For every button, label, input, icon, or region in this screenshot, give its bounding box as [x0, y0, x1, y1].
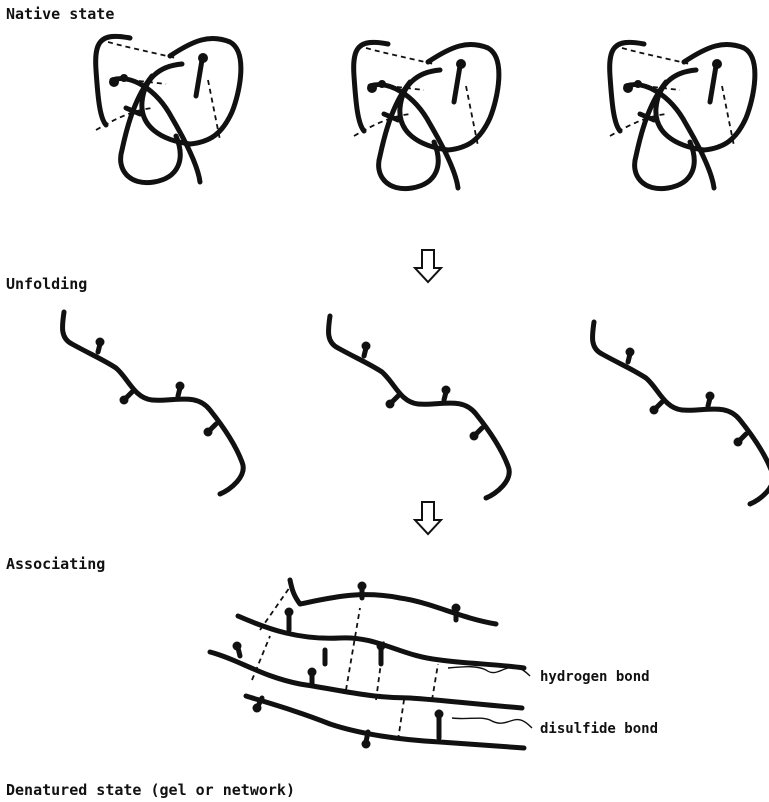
network-chain-top	[290, 580, 496, 624]
hydrogen-bond-label: hydrogen bond	[540, 669, 650, 685]
unfolded-chain-3	[592, 322, 769, 504]
down-arrow-1	[415, 250, 441, 282]
down-arrow-2	[415, 502, 441, 534]
network-aggregate	[210, 580, 524, 749]
native-state-label: Native state	[6, 5, 114, 23]
disulfide-bond-label: disulfide bond	[540, 721, 658, 737]
associating-label: Associating	[6, 555, 105, 573]
native-protein-2	[354, 42, 499, 188]
disulfide-bond-pointer	[452, 718, 532, 728]
unfolded-chain-2	[328, 316, 509, 498]
unfolding-label: Unfolding	[6, 275, 87, 293]
denatured-state-label: Denatured state (gel or network)	[6, 781, 295, 799]
native-protein-1	[96, 36, 241, 182]
unfolded-chain-1	[62, 312, 243, 494]
native-protein-3	[610, 42, 755, 188]
hydrogen-bond-pointer	[448, 667, 530, 676]
